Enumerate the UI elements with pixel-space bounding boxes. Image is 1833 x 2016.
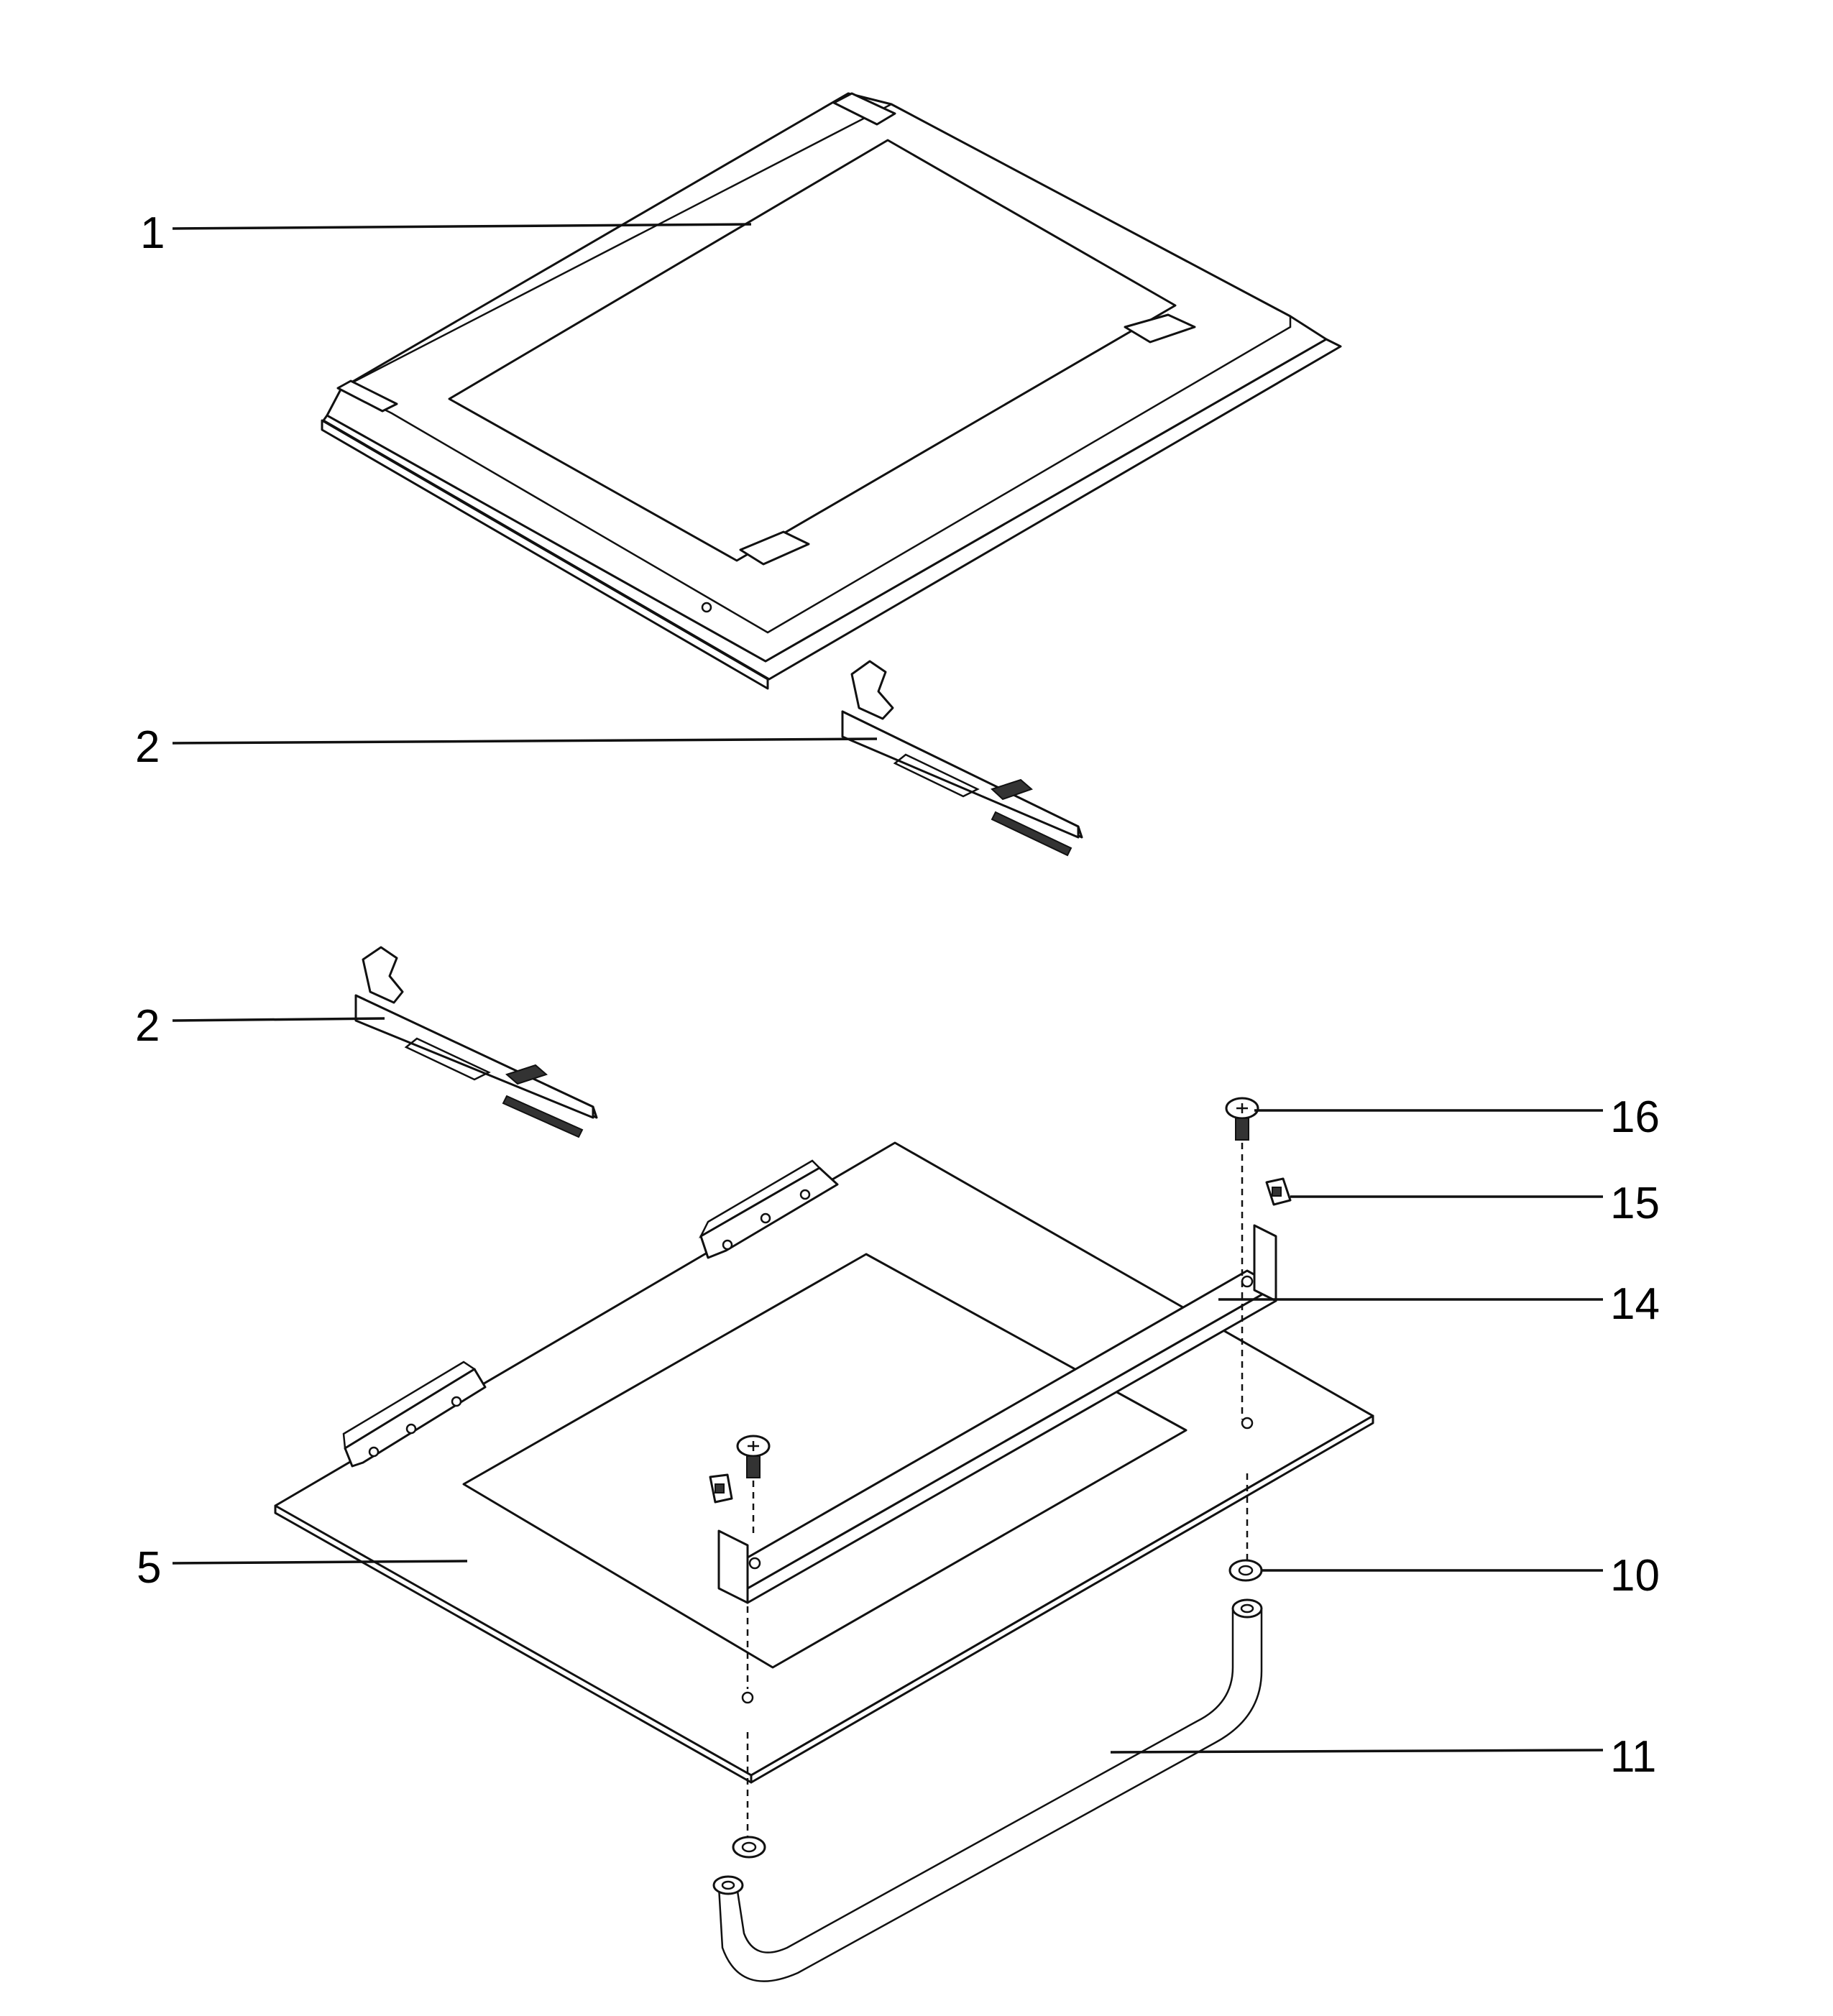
hinge-lower (354, 946, 598, 1138)
screw-upper (1225, 1097, 1259, 1141)
screw-lower (736, 1435, 771, 1478)
callout-1: 1 (140, 208, 165, 258)
callout-15: 15 (1610, 1179, 1660, 1228)
callout-14: 14 (1610, 1279, 1660, 1329)
hinge-upper (841, 660, 1083, 857)
callout-11: 11 (1610, 1732, 1656, 1782)
clip-nut-lower (709, 1473, 733, 1504)
clip-nut-upper (1265, 1177, 1292, 1206)
assembly-lines (746, 1143, 1249, 1836)
bracket-rail (717, 1224, 1277, 1604)
washer-right (1228, 1559, 1263, 1582)
leader-lines (172, 223, 1604, 1754)
callout-10: 10 (1610, 1551, 1660, 1601)
callout-2-upper: 2 (135, 722, 160, 772)
callout-16: 16 (1610, 1092, 1660, 1142)
outer-door-panel (321, 92, 1342, 690)
washer-left (732, 1836, 766, 1859)
callout-2-lower: 2 (135, 1001, 160, 1051)
inner-door-panel (274, 1141, 1374, 1784)
door-handle (712, 1598, 1263, 1982)
callout-5: 5 (137, 1543, 161, 1593)
